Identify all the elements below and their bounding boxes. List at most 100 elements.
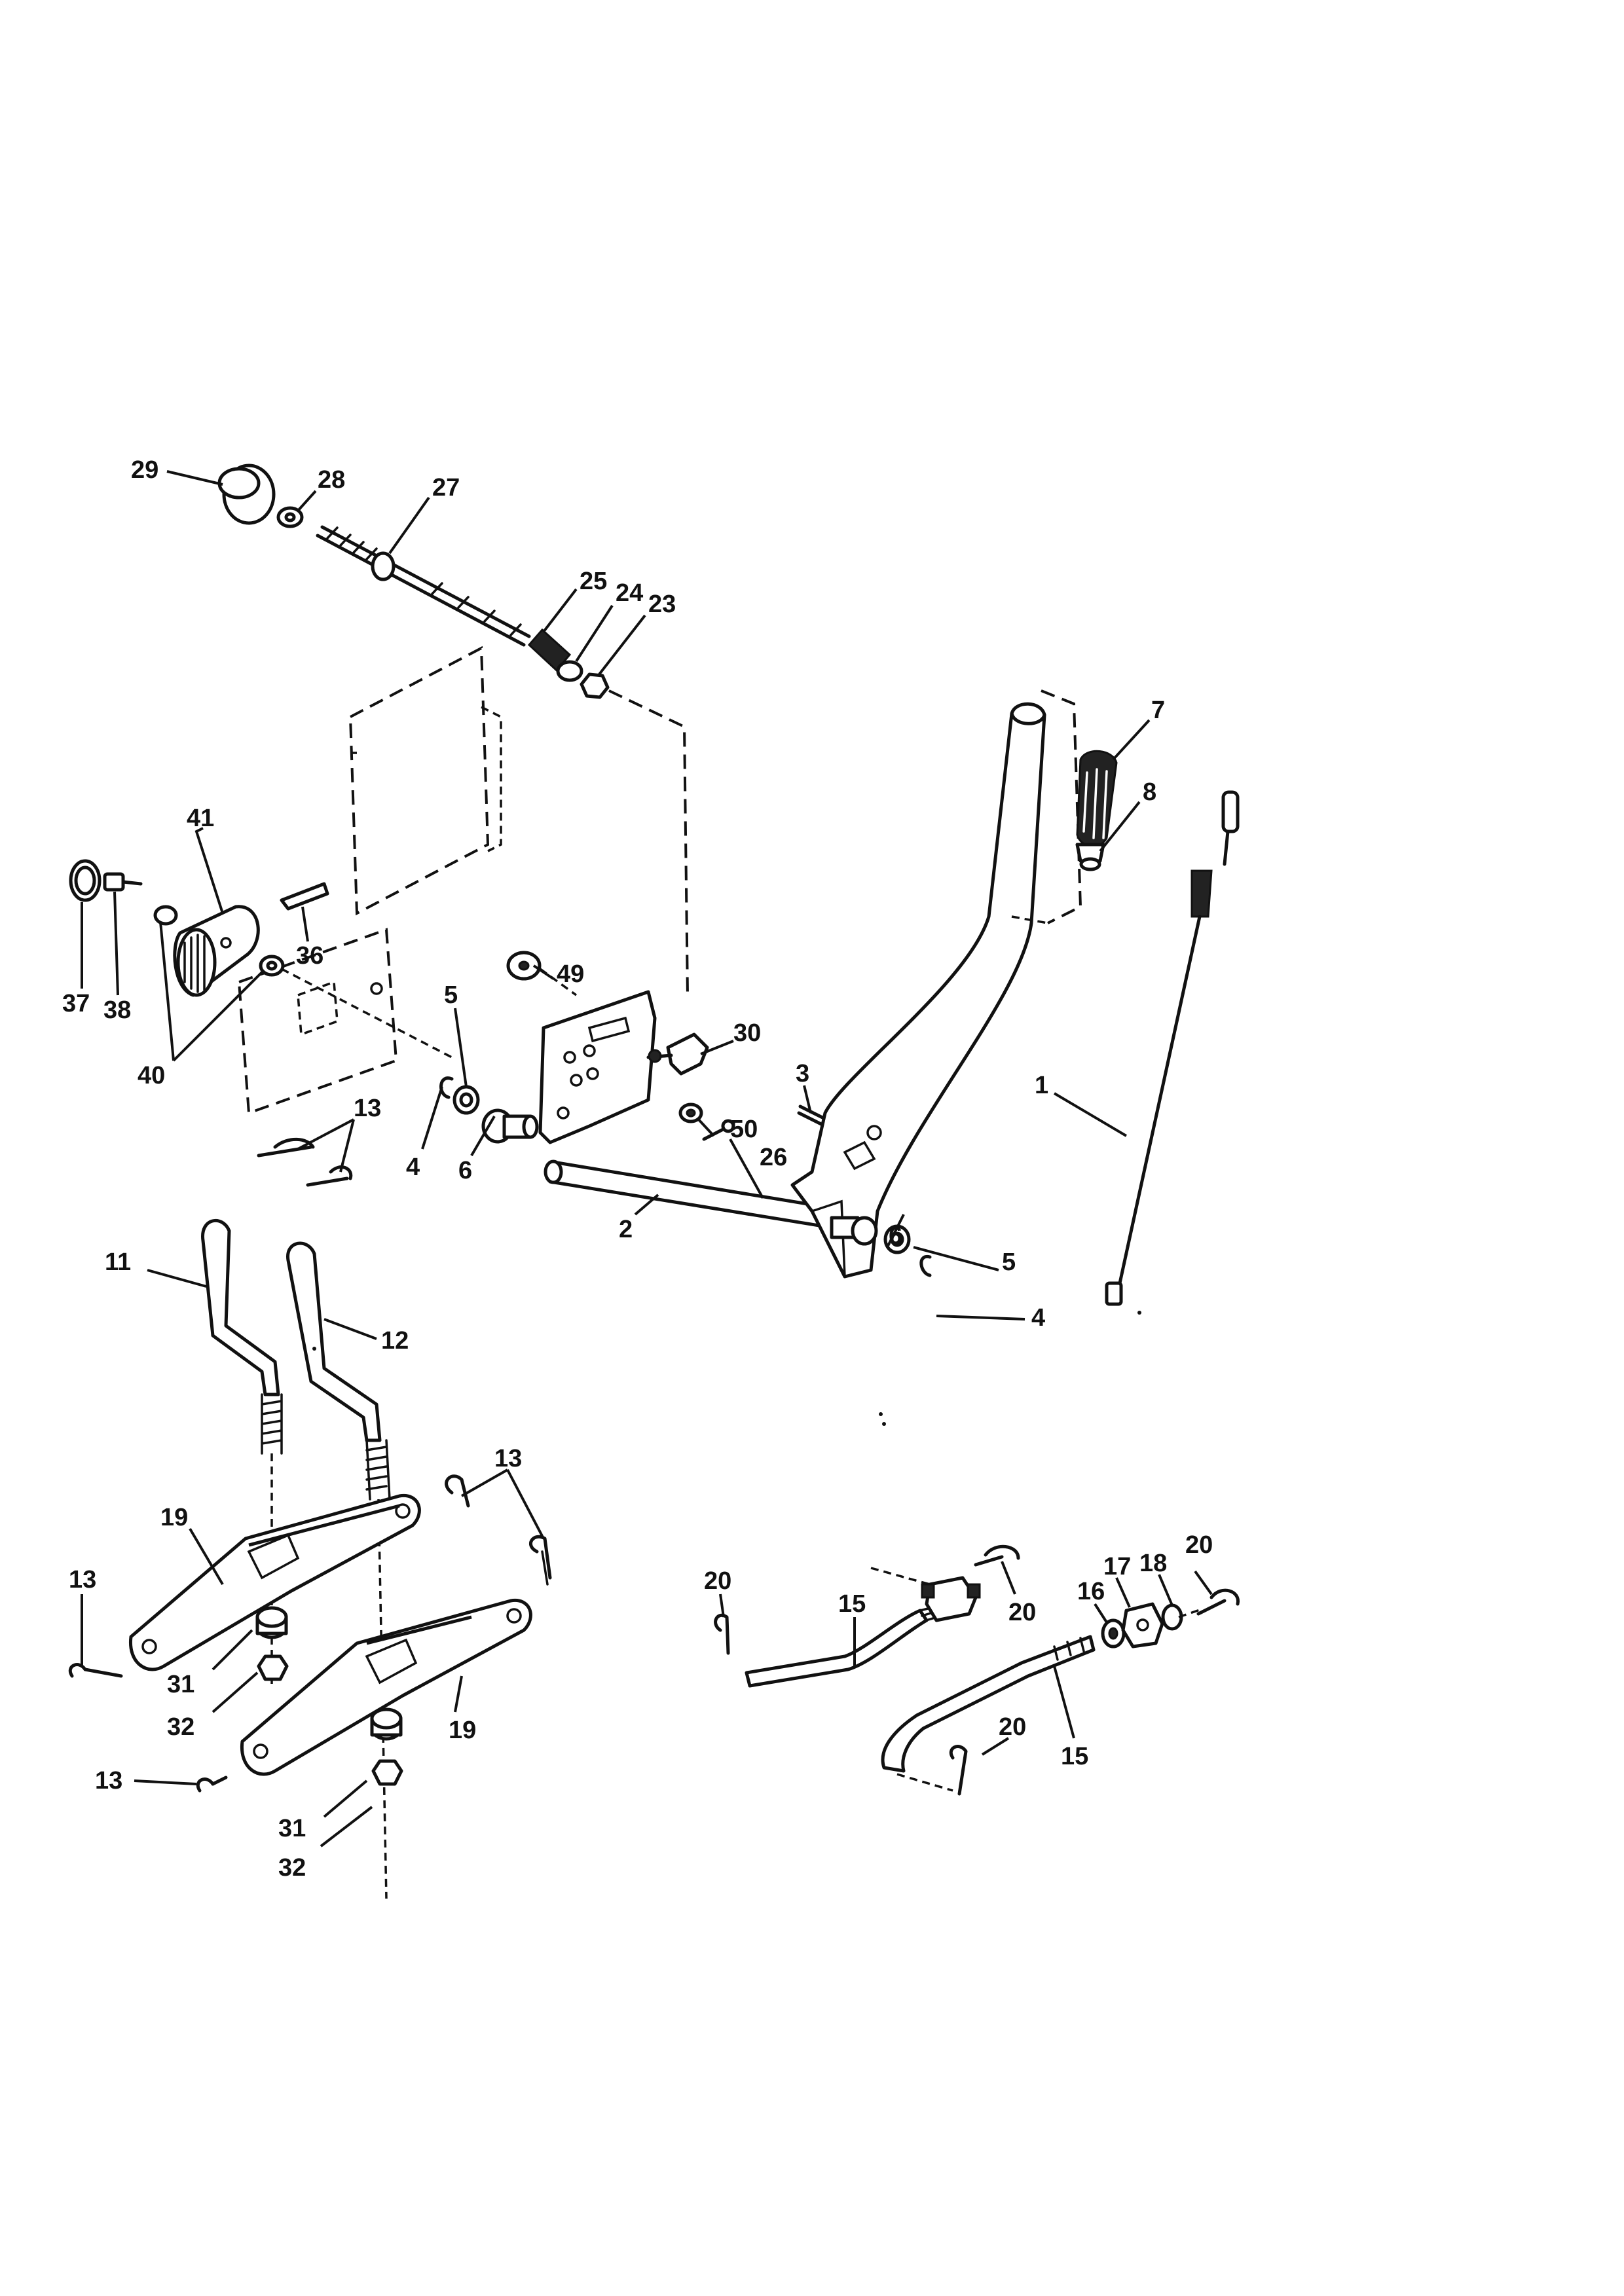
cam-41 — [173, 905, 260, 997]
washer-24 — [556, 660, 583, 682]
bushing-6-left — [481, 1108, 539, 1144]
callout-32-lower: 32 — [278, 1854, 306, 1882]
cotter-pin-20-right — [1196, 1588, 1240, 1616]
grip-7 — [1076, 750, 1118, 848]
cotter-pin-13-left — [69, 1663, 123, 1678]
callout-13-left: 13 — [69, 1566, 96, 1594]
callout-29: 29 — [131, 456, 158, 484]
callout-31-lower: 31 — [278, 1815, 306, 1842]
clip-4-right — [919, 1255, 932, 1277]
callout-6-right: 6 — [889, 1222, 902, 1250]
cotter-pin-13-right-b — [528, 1535, 552, 1586]
callout-20-bottom: 20 — [999, 1713, 1026, 1741]
adjustment-rod-27 — [316, 525, 531, 647]
callout-16: 16 — [1077, 1578, 1105, 1605]
lift-lever — [790, 702, 1046, 1279]
guide-line-right-pin — [1178, 1608, 1202, 1618]
callout-32-upper: 32 — [167, 1713, 194, 1741]
callout-49: 49 — [557, 960, 584, 988]
bushing-31-lower — [370, 1707, 403, 1741]
callout-30: 30 — [733, 1019, 761, 1047]
washer-16 — [1101, 1618, 1126, 1649]
callout-40: 40 — [138, 1062, 165, 1089]
callout-labels: 29 28 27 25 24 23 41 37 38 40 36 5 4 6 4… — [62, 456, 1213, 1882]
callout-31-upper: 31 — [167, 1671, 194, 1698]
callout-50: 50 — [730, 1116, 758, 1143]
callout-4-left: 4 — [406, 1154, 420, 1181]
guide-line-left-shaft — [281, 968, 452, 1059]
callout-5-left: 5 — [444, 981, 458, 1009]
cotter-pin-13-right-a — [445, 1474, 470, 1508]
link-rod-12 — [286, 1241, 391, 1501]
callout-19-lower: 19 — [449, 1717, 476, 1744]
cap-8 — [1075, 843, 1105, 871]
scan-specks — [312, 1311, 1141, 1426]
callout-13-bottom: 13 — [95, 1767, 122, 1795]
frame-panel-lower — [237, 928, 398, 1115]
spring-25 — [527, 628, 572, 672]
nut-32-upper — [257, 1654, 289, 1681]
callout-36: 36 — [296, 942, 323, 970]
washer-49 — [506, 951, 542, 981]
callout-17: 17 — [1103, 1553, 1131, 1580]
cotter-pin-20-top — [974, 1544, 1020, 1567]
bushing-6-right — [830, 1216, 878, 1246]
cotter-pin-20-bottom — [950, 1745, 968, 1796]
swivel-block-upper — [921, 1576, 981, 1622]
mounting-plate — [538, 990, 657, 1144]
frame-panel-upper — [348, 646, 502, 916]
washer-40-bottom — [259, 955, 285, 977]
washer-50 — [678, 1102, 703, 1123]
bracket-36 — [280, 882, 329, 911]
swivel-block-17 — [1121, 1602, 1164, 1649]
guide-line-23-30 — [608, 689, 689, 996]
callout-25: 25 — [580, 568, 607, 595]
washer-5-right — [883, 1224, 911, 1254]
guide-line-upper-link — [870, 1567, 931, 1586]
clip-4-left — [439, 1076, 454, 1099]
callout-3: 3 — [796, 1060, 809, 1087]
nut-23 — [580, 672, 610, 699]
callout-1: 1 — [1035, 1072, 1048, 1099]
callout-20-top: 20 — [1008, 1599, 1036, 1626]
callout-23: 23 — [648, 591, 676, 618]
nut-18 — [1161, 1603, 1183, 1631]
lift-arm-19-lower — [240, 1599, 532, 1776]
callout-13-right: 13 — [494, 1445, 522, 1472]
callout-37: 37 — [62, 990, 90, 1017]
callout-26: 26 — [760, 1144, 787, 1171]
shaft-2 — [544, 1159, 853, 1233]
callout-11: 11 — [105, 1248, 131, 1276]
cotter-pin-20-left — [714, 1614, 730, 1655]
link-rod-15-lower — [881, 1635, 1096, 1773]
callout-38: 38 — [103, 996, 131, 1024]
pin-3 — [797, 1104, 828, 1128]
callout-13-top: 13 — [354, 1095, 381, 1122]
callout-4-right: 4 — [1031, 1304, 1045, 1332]
callout-2: 2 — [619, 1216, 633, 1243]
cap-37 — [69, 859, 101, 902]
callout-18: 18 — [1139, 1550, 1167, 1577]
link-rod-15-upper — [745, 1606, 938, 1688]
callout-20-left: 20 — [704, 1567, 731, 1595]
washer-40-top — [153, 905, 178, 926]
callout-24: 24 — [616, 579, 643, 607]
callout-28: 28 — [318, 466, 345, 494]
callout-6-left: 6 — [458, 1157, 472, 1184]
washer-5-left — [452, 1085, 480, 1115]
link-rod-11 — [201, 1218, 283, 1455]
leader-lines — [81, 470, 1213, 1848]
callout-8: 8 — [1143, 778, 1156, 806]
callout-12: 12 — [381, 1327, 409, 1355]
pin-26 — [702, 1119, 735, 1141]
guide-line-grip-bottom — [1011, 915, 1048, 924]
knob-29 — [217, 464, 276, 525]
washer-28 — [276, 506, 304, 528]
callout-15-upper: 15 — [838, 1590, 866, 1618]
callout-41: 41 — [187, 805, 214, 832]
bracket-30 — [646, 1032, 709, 1076]
callout-7: 7 — [1151, 697, 1165, 724]
cotter-pins-13-top — [257, 1137, 353, 1187]
lift-arm-19-upper — [128, 1494, 421, 1671]
